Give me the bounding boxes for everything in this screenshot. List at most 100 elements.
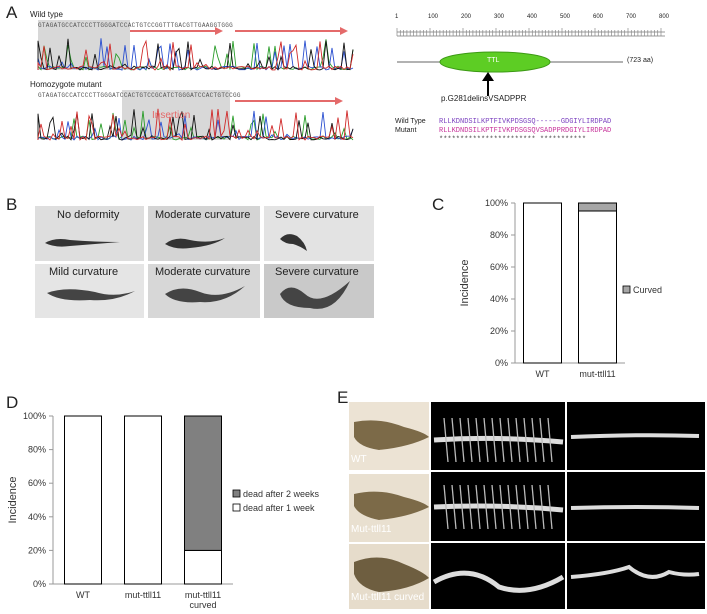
ttl-domain-label: TTL — [487, 57, 500, 64]
rib — [475, 484, 481, 530]
align-wt-seq: RLLKDNDSILKPTFIVKPDSGSQ------GDGIYLIRDPA… — [439, 118, 612, 126]
rib — [483, 484, 489, 530]
rib — [507, 417, 513, 463]
legend-swatch — [232, 489, 241, 498]
x-tick-label: curved — [189, 600, 216, 610]
bar-segment — [578, 210, 617, 364]
rib — [459, 484, 465, 530]
legend-label: dead after 1 week — [243, 503, 315, 513]
y-tick-label: 40% — [28, 512, 46, 522]
ruler-tick-600: 600 — [593, 14, 604, 20]
label-moderate-curvature-2: Moderate curvature — [155, 266, 251, 278]
y-tick-label: 80% — [490, 230, 508, 240]
rib — [499, 417, 505, 463]
ruler-ticks — [396, 28, 662, 36]
rib — [467, 484, 473, 530]
rib — [507, 484, 513, 530]
x-tick-label: mut-ttll11 — [579, 369, 615, 379]
y-tick-label: 100% — [485, 198, 508, 208]
y-tick-label: 80% — [28, 445, 46, 455]
y-axis-title: Incidence — [459, 259, 471, 306]
legend-label: Curved — [633, 285, 662, 295]
ruler-tick-labels: 1 100 200 300 400 500 600 700 800 — [395, 14, 700, 26]
skeleton-ribs — [443, 417, 553, 530]
label-no-deformity: No deformity — [57, 209, 120, 221]
rib — [499, 484, 505, 530]
protein-schematic: 1 100 200 300 400 500 600 700 800 TTL (7… — [395, 14, 700, 159]
y-tick-label: 20% — [490, 326, 508, 336]
label-e-mut-curved: Mut-ttll11 curved — [351, 592, 425, 603]
bar-segment — [578, 202, 617, 212]
protein-length: (723 aa) — [627, 57, 654, 64]
align-mut-label: Mutant — [395, 127, 417, 134]
rib — [523, 417, 529, 463]
y-axis-title: Incidence — [7, 476, 19, 523]
insertion-label: Insertion — [152, 110, 191, 121]
rib — [523, 484, 529, 530]
rib — [531, 484, 537, 530]
rib — [467, 417, 473, 463]
ruler-tick-800: 800 — [659, 14, 670, 20]
panel-label-b: B — [6, 195, 18, 214]
ruler-tick-700: 700 — [626, 14, 637, 20]
y-tick-label: 20% — [28, 545, 46, 555]
y-tick-label: 40% — [490, 294, 508, 304]
mutation-label: p.G281delinsVSADPPR — [441, 94, 527, 103]
mutant-sequence: GTAGATGCCATCCCTTGGGATCCACTGTCCGCATCTGGGA… — [38, 92, 241, 99]
ruler-tick-400: 400 — [527, 14, 538, 20]
y-tick-label: 100% — [23, 411, 46, 421]
protein-schematic-svg — [396, 28, 665, 96]
panel-label-a: A — [6, 3, 18, 22]
ruler-tick-100: 100 — [428, 14, 439, 20]
ruler-tick-200: 200 — [461, 14, 472, 20]
y-tick-label: 60% — [28, 478, 46, 488]
panel-label-e: E — [337, 388, 349, 407]
rib — [451, 484, 457, 530]
y-tick-label: 60% — [490, 262, 508, 272]
rib — [539, 417, 545, 463]
skeleton-grid-svg — [349, 402, 705, 609]
trace-line — [37, 109, 354, 141]
rib — [443, 484, 449, 530]
bar-segment — [523, 202, 562, 364]
panel-label-c: C — [432, 195, 445, 214]
rib — [515, 417, 521, 463]
legend-swatch — [232, 503, 241, 512]
wildtype-sequence: GTAGATGCCATCCCTTGGGATCCACTGTCCGGTTTGACGT… — [38, 22, 234, 29]
chromatogram-svg — [37, 20, 354, 141]
mutant-label: Homozygote mutant — [30, 80, 102, 89]
ruler-tick-500: 500 — [560, 14, 571, 20]
rib — [531, 417, 537, 463]
trace-line — [37, 108, 354, 141]
align-wt-label: Wild Type — [395, 118, 426, 125]
bar-segment — [184, 415, 222, 551]
rib — [451, 417, 457, 463]
x-tick-label: mut-ttll11 — [125, 590, 161, 600]
legend-swatch — [622, 285, 631, 294]
ruler-tick-300: 300 — [494, 14, 505, 20]
skeleton-image-grid: WT Mut-ttll11 Mut-ttll11 curved — [349, 402, 705, 609]
rib — [475, 417, 481, 463]
rib — [547, 417, 553, 463]
label-e-wt: WT — [351, 454, 367, 465]
ruler-tick-1: 1 — [395, 14, 399, 20]
rib — [547, 484, 553, 530]
label-moderate-curvature-1: Moderate curvature — [155, 209, 251, 221]
bar-segment — [64, 415, 102, 585]
label-severe-curvature-2: Severe curvature — [275, 266, 359, 278]
rib — [491, 417, 497, 463]
rib — [459, 417, 465, 463]
y-tick-label: 0% — [33, 579, 46, 589]
mutant-trace — [37, 108, 354, 141]
trace-line — [37, 39, 354, 72]
bar-segment — [124, 415, 162, 585]
fish-image-grid: No deformity Moderate curvature Severe c… — [35, 206, 374, 318]
rib — [443, 417, 449, 463]
wildtype-label: Wild type — [30, 10, 63, 19]
y-tick-label: 0% — [495, 358, 508, 368]
rib — [491, 484, 497, 530]
label-e-mut: Mut-ttll11 — [351, 524, 392, 535]
x-tick-label: WT — [76, 590, 90, 600]
